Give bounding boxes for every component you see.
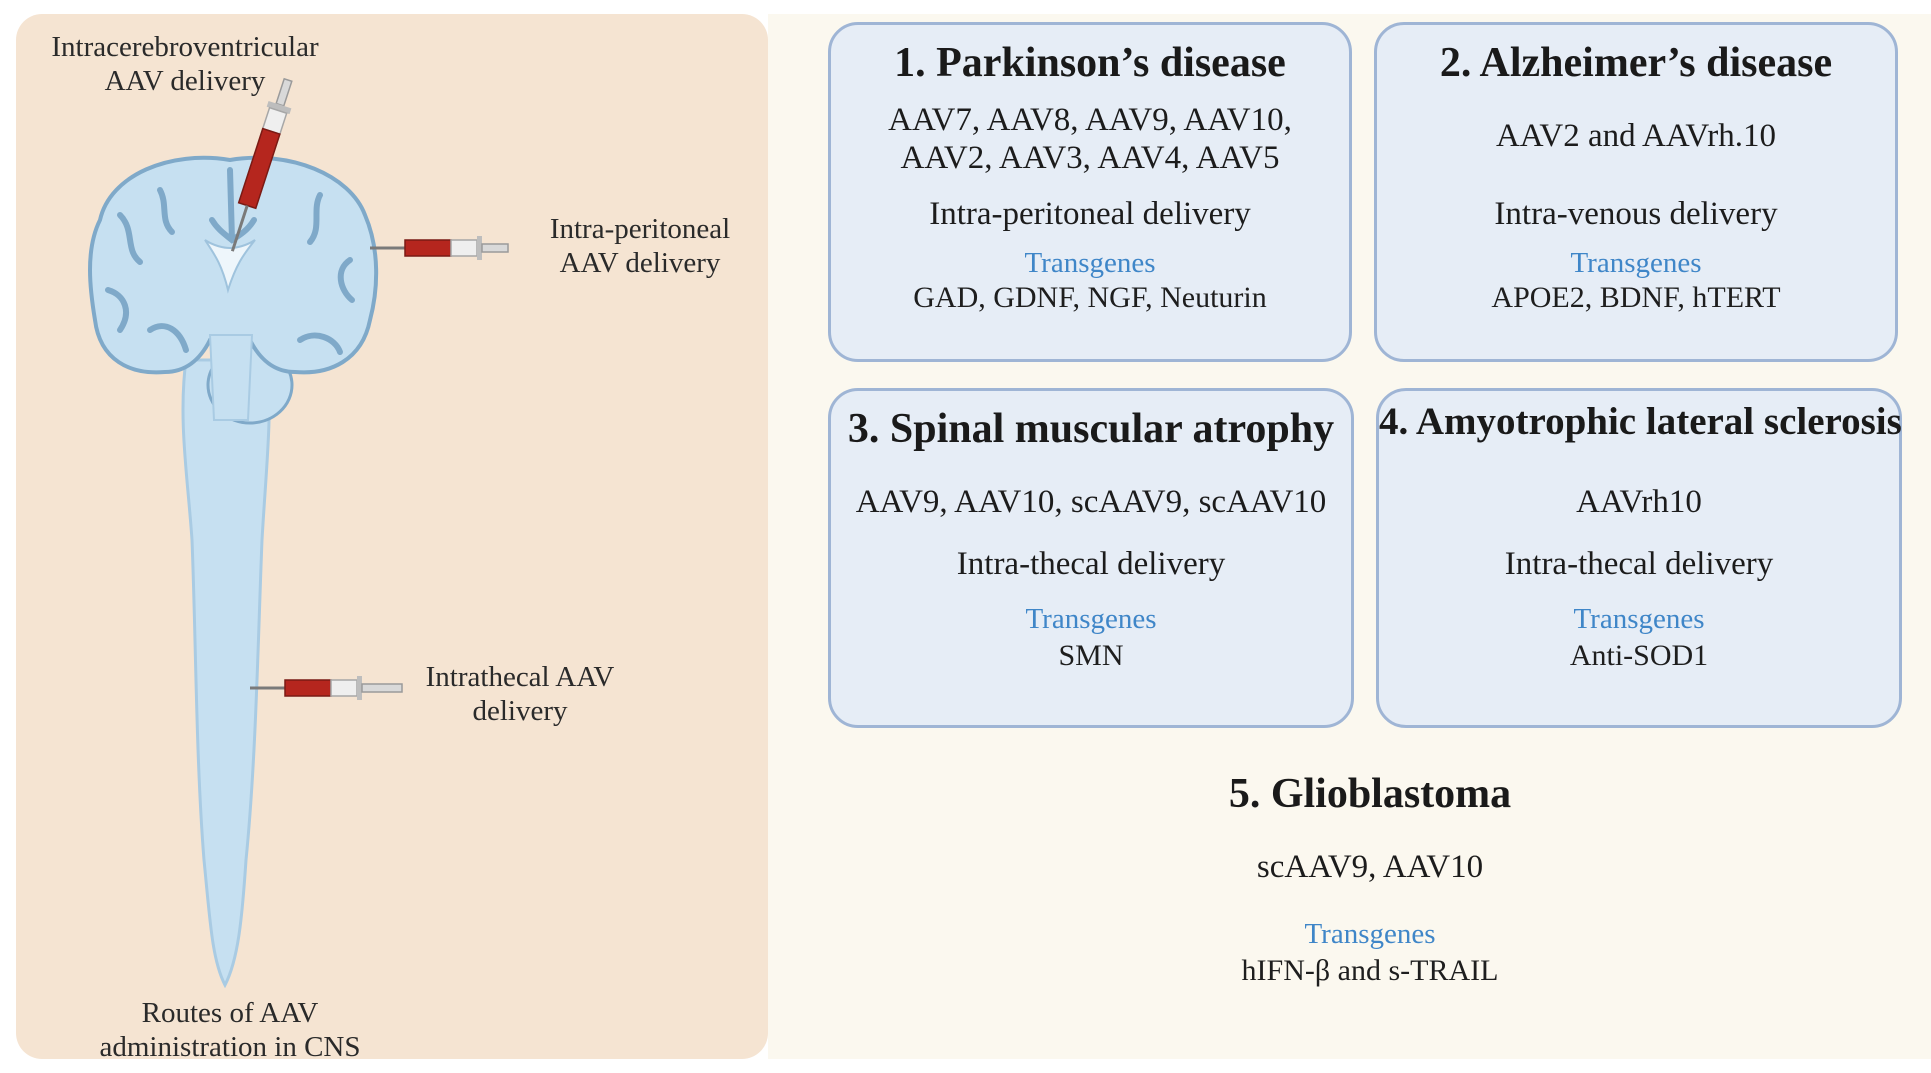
spinal-cord	[181, 358, 271, 989]
serotypes: scAAV9, AAV10	[1256, 849, 1484, 885]
brain-gyri	[105, 167, 355, 355]
serotypes: AAV2 and AAVrh.10	[1495, 118, 1777, 154]
delivery-route: Intra-thecal delivery	[1504, 546, 1774, 582]
it-route-line1: Intrathecal AAV	[425, 661, 615, 693]
sma-card: 3. Spinal muscular atrophy AAV9, AAV10, …	[828, 388, 1354, 728]
icv-syringe	[230, 77, 293, 252]
ip-syringe	[370, 236, 509, 260]
card-title: 2. Alzheimer’s disease	[1439, 40, 1833, 86]
ip-route-label: Intra-peritoneal AAV delivery	[520, 212, 760, 280]
transgenes-label: Transgenes	[1570, 247, 1702, 279]
card-title: 5. Glioblastoma	[1228, 771, 1512, 817]
transgenes-value: hIFN-β and s-TRAIL	[1241, 954, 1499, 987]
ip-route-line1: Intra-peritoneal	[549, 213, 731, 245]
transgenes-value: Anti-SOD1	[1569, 639, 1709, 672]
parkinsons-card: 1. Parkinson’s disease AAV7, AAV8, AAV9,…	[828, 22, 1352, 362]
serotypes: AAV9, AAV10, scAAV9, scAAV10	[855, 484, 1327, 520]
transgenes-label: Transgenes	[1025, 603, 1157, 635]
transgenes-value: SMN	[1058, 639, 1124, 672]
transgenes-label: Transgenes	[1024, 247, 1156, 279]
icv-route-label: Intracerebroventricular AAV delivery	[30, 30, 340, 98]
als-card: 4. Amyotrophic lateral sclerosis AAVrh10…	[1376, 388, 1902, 728]
it-route-line2: delivery	[472, 695, 568, 727]
delivery-route: Intra-thecal delivery	[956, 546, 1226, 582]
serotypes-line2: AAV2, AAV3, AAV4, AAV5	[900, 140, 1280, 176]
icv-route-line2: AAV delivery	[104, 65, 266, 97]
routes-caption: Routes of AAV administration in CNS	[70, 996, 390, 1064]
card-title: 4. Amyotrophic lateral sclerosis	[1379, 400, 1902, 443]
serotypes: AAVrh10	[1576, 484, 1702, 520]
transgenes-label: Transgenes	[1304, 918, 1436, 950]
card-title: 1. Parkinson’s disease	[894, 40, 1286, 86]
it-route-label: Intrathecal AAV delivery	[410, 660, 630, 728]
transgenes-value: APOE2, BDNF, hTERT	[1491, 281, 1781, 314]
brainstem	[208, 334, 254, 421]
transgenes-label: Transgenes	[1573, 603, 1705, 635]
delivery-route: Intra-venous delivery	[1494, 196, 1778, 232]
routes-caption-line1: Routes of AAV	[141, 997, 319, 1029]
ventricles	[204, 239, 256, 294]
transgenes-value: GAD, GDNF, NGF, Neuturin	[913, 281, 1267, 314]
it-syringe	[250, 676, 403, 700]
icv-route-line1: Intracerebroventricular	[51, 31, 319, 63]
routes-caption-line2: administration in CNS	[99, 1031, 361, 1063]
delivery-route: Intra-peritoneal delivery	[929, 196, 1251, 232]
glioblastoma-section: 5. Glioblastoma scAAV9, AAV10 Transgenes…	[1160, 770, 1580, 1010]
serotypes-line1: AAV7, AAV8, AAV9, AAV10,	[888, 102, 1292, 138]
ip-route-line2: AAV delivery	[559, 247, 721, 279]
alzheimers-card: 2. Alzheimer’s disease AAV2 and AAVrh.10…	[1374, 22, 1898, 362]
card-title: 3. Spinal muscular atrophy	[847, 406, 1335, 452]
